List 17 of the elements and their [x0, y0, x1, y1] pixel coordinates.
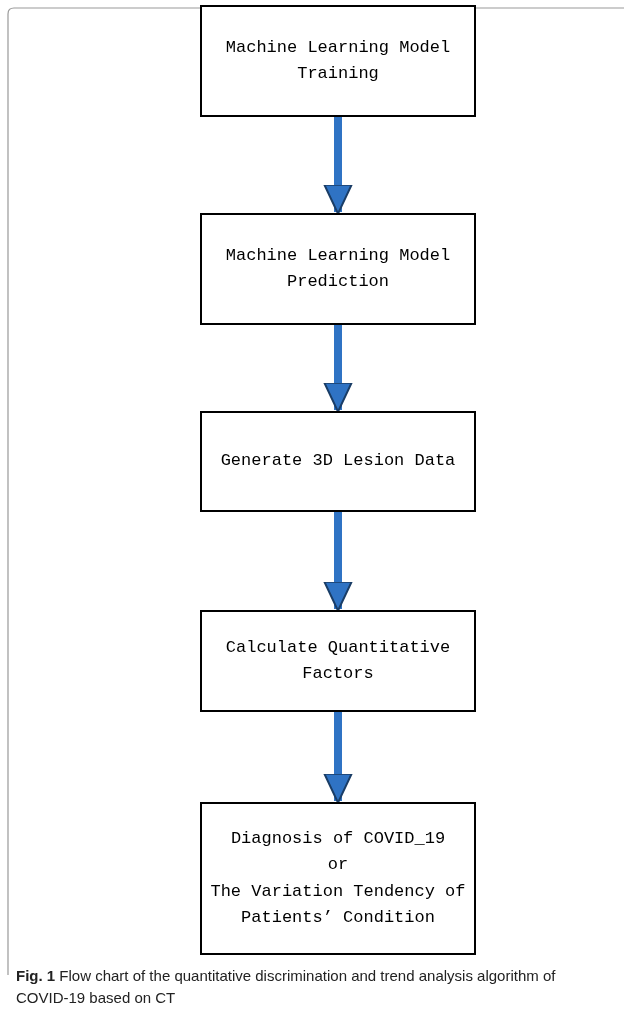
- box-text: The Variation Tendency of Patients’ Condition: [210, 880, 466, 929]
- box-text: Generate 3D Lesion Data: [219, 450, 457, 473]
- figure-caption: Fig. 1 Flow chart of the quantitative discrimination and trend analysis algorithm of COVID-19 based on CT: [16, 966, 557, 1008]
- box-text: or: [326, 854, 350, 877]
- arrow: [323, 512, 353, 612]
- process-box: [200, 5, 476, 117]
- arrow: [323, 117, 353, 215]
- process-box: [200, 802, 476, 955]
- box-text: Diagnosis of COVID_19: [229, 827, 447, 850]
- box-text: Machine Learning Model Training: [224, 36, 452, 85]
- box-text: Calculate Quantitative Factors: [224, 636, 452, 685]
- arrow: [323, 712, 353, 804]
- process-box: [200, 610, 476, 712]
- box-text: Machine Learning Model Prediction: [224, 244, 452, 293]
- process-box: [200, 411, 476, 512]
- arrow: [323, 325, 353, 413]
- process-box: [200, 213, 476, 325]
